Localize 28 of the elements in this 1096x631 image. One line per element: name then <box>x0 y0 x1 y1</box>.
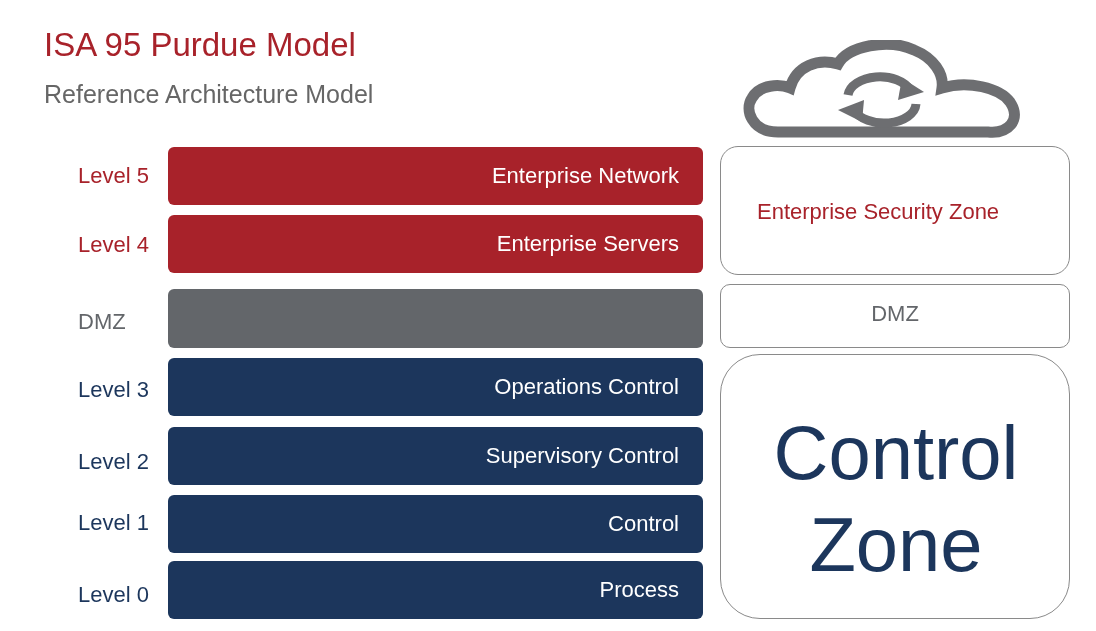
level-bar <box>168 427 703 485</box>
zone-box <box>720 146 1070 275</box>
level-label: Level 5 <box>78 163 149 189</box>
level-label: Level 4 <box>78 232 149 258</box>
zone-box <box>720 284 1070 348</box>
level-label: Level 0 <box>78 582 149 608</box>
level-bar <box>168 495 703 553</box>
level-label: Level 1 <box>78 510 149 536</box>
zone-name: Control Zone <box>772 409 1020 589</box>
zone-box <box>720 354 1070 619</box>
level-name: Process <box>599 577 679 603</box>
level-label: Level 2 <box>78 449 149 475</box>
level-bar <box>168 561 703 619</box>
zone-name: DMZ <box>870 301 920 327</box>
level-bar <box>168 215 703 273</box>
diagram-title: ISA 95 Purdue Model <box>44 26 356 64</box>
level-bar <box>168 289 703 348</box>
level-name: Operations Control <box>494 374 679 400</box>
level-name: Control <box>608 511 679 537</box>
zone-name: Enterprise Security Zone <box>757 199 1000 225</box>
level-name: Enterprise Servers <box>496 231 679 257</box>
level-label: Level 3 <box>78 377 149 403</box>
diagram-subtitle: Reference Architecture Model <box>44 80 374 109</box>
level-label: DMZ <box>78 309 126 335</box>
level-bar <box>168 147 703 205</box>
level-bar <box>168 358 703 416</box>
level-name: Supervisory Control <box>485 443 679 469</box>
level-name: Enterprise Network <box>491 163 679 189</box>
